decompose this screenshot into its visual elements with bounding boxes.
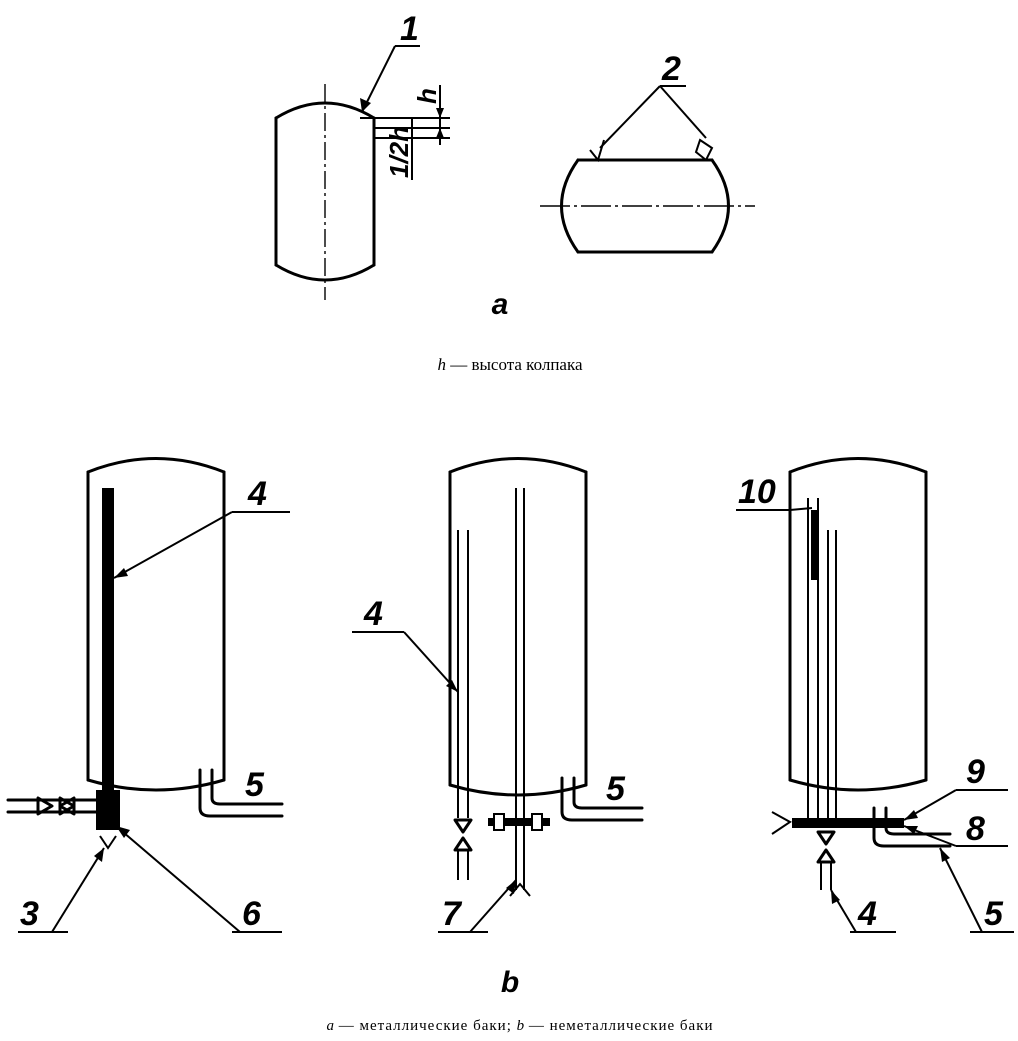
caption-a-text: — металлические баки; bbox=[334, 1018, 517, 1034]
caption-bottom: a — металлические баки; b — неметалличес… bbox=[326, 1018, 713, 1034]
caption-b-var: b bbox=[517, 1018, 525, 1034]
dim-half-h-label: 1/2h bbox=[384, 126, 414, 178]
label-1: 1 bbox=[360, 10, 420, 113]
horizontal-tank-outline bbox=[540, 138, 755, 254]
vertical-tank-outline bbox=[274, 84, 376, 300]
caption-h: h — высота колпака bbox=[437, 355, 583, 374]
caption-h-var: h bbox=[437, 355, 446, 374]
label-2: 2 bbox=[599, 50, 707, 149]
tank3-label-10: 10 bbox=[738, 473, 776, 511]
tank2-label-4: 4 bbox=[363, 595, 383, 633]
tank2-label-5: 5 bbox=[606, 770, 626, 808]
figure-a: h 1/2h 1 2 a h — высо bbox=[274, 10, 755, 374]
tank-1 bbox=[6, 457, 284, 850]
tank3-label-9: 9 bbox=[966, 753, 985, 791]
tank1-label-4: 4 bbox=[247, 475, 267, 513]
caption-a-var: a bbox=[326, 1018, 334, 1034]
tank3-label-5: 5 bbox=[984, 895, 1004, 933]
tank-2 bbox=[448, 457, 644, 897]
tank3-label-8: 8 bbox=[966, 810, 985, 848]
tank-3-labels: 10 9 8 4 5 bbox=[736, 473, 1014, 933]
tank-2-labels: 4 5 7 bbox=[352, 595, 626, 933]
panel-label-a: a bbox=[492, 288, 509, 321]
caption-h-text: — высота колпака bbox=[446, 355, 583, 374]
tank1-label-6: 6 bbox=[242, 895, 262, 933]
tank1-label-5: 5 bbox=[245, 766, 265, 804]
tank2-label-7: 7 bbox=[442, 895, 463, 933]
tank3-label-4: 4 bbox=[857, 895, 877, 933]
dim-h-label: h bbox=[412, 88, 442, 104]
label-2-text: 2 bbox=[661, 50, 681, 88]
tank-3 bbox=[771, 457, 952, 890]
panel-label-b: b bbox=[501, 966, 519, 999]
figure-b: 4 5 3 6 bbox=[6, 457, 1014, 999]
tank1-label-3: 3 bbox=[20, 895, 39, 933]
tank-1-labels: 4 5 3 6 bbox=[18, 475, 290, 933]
caption-b-text: — неметаллические баки bbox=[524, 1018, 713, 1034]
height-dimension: h 1/2h bbox=[360, 85, 450, 180]
label-1-text: 1 bbox=[400, 10, 419, 48]
gauge-glass-1 bbox=[102, 488, 114, 810]
